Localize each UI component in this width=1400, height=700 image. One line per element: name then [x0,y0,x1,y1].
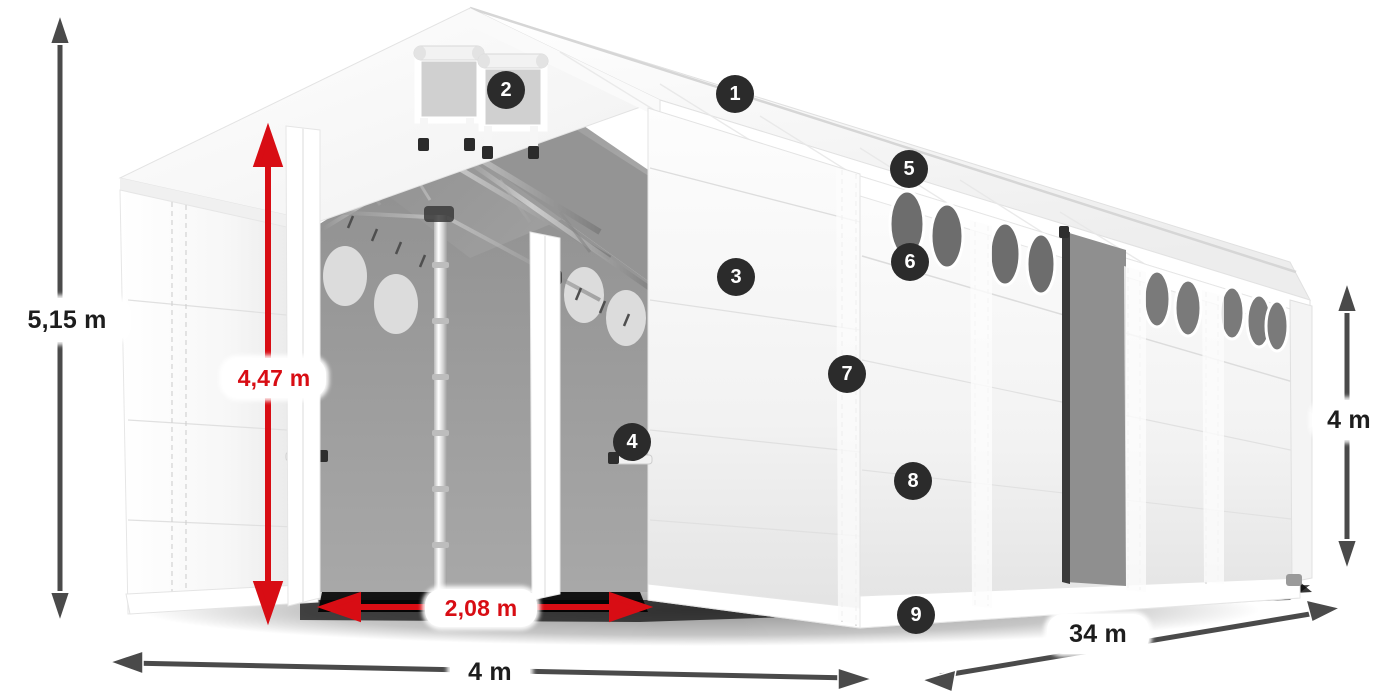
callout-badge-1[interactable]: 1 [716,75,754,113]
gate-right-leaf [529,231,561,601]
window-pair-3 [1142,269,1203,338]
interior-curtain-hooks [346,215,631,327]
roof-vent-left [413,45,485,151]
far-end-corner [1286,299,1313,586]
dimension-label-length: 34 m [1047,614,1149,654]
callout-badge-6[interactable]: 6 [891,243,929,281]
side-wall-seams [970,220,1224,608]
side-door-opening [1059,226,1126,586]
interior-window-group-left [323,246,418,334]
window-pair-5 [1264,299,1290,353]
roof-ridge-vent-group [413,45,549,159]
front-right-wall-panel [608,107,862,629]
dimension-label-width: 4 m [450,652,530,692]
callout-badge-5[interactable]: 5 [890,150,928,188]
callout-badge-3[interactable]: 3 [717,258,755,296]
callout-badge-4[interactable]: 4 [613,423,651,461]
callout-badge-7[interactable]: 7 [828,355,866,393]
callout-badge-9[interactable]: 9 [897,596,935,634]
dimension-label-height-right: 4 m [1312,400,1386,440]
callout-badge-8[interactable]: 8 [894,462,932,500]
side-window-group [888,189,1290,353]
dimension-label-door-width: 2,08 m [425,589,537,627]
window-pair-1 [888,189,965,270]
dimension-label-height-total: 5,15 m [6,298,128,342]
callout-badge-2[interactable]: 2 [487,71,525,109]
dimension-label-height-side: 4,47 m [222,358,326,398]
